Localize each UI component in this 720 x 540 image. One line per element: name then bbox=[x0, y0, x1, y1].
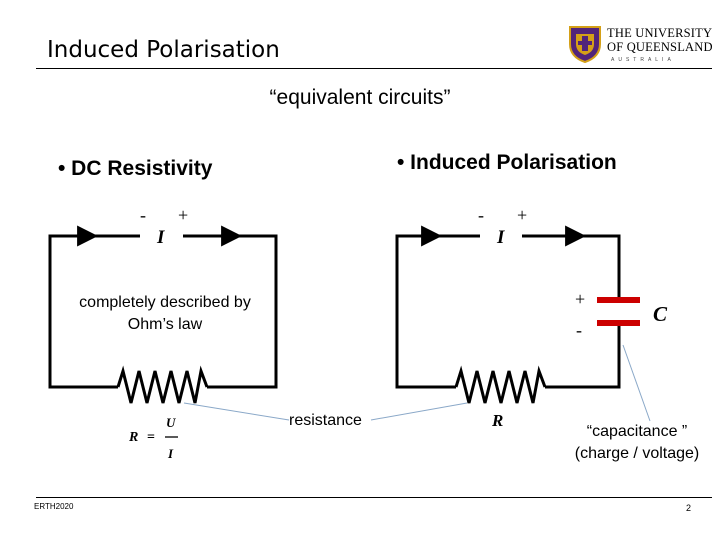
ip-current-symbol: I bbox=[496, 227, 505, 248]
formula-i: I bbox=[167, 446, 174, 461]
ip-plus-sign: + bbox=[517, 205, 527, 225]
capacitor-symbol: C bbox=[653, 302, 668, 326]
title-divider bbox=[36, 68, 712, 69]
ohms-law-note: completely described by Ohm’s law bbox=[79, 294, 251, 333]
logo-line3: AUSTRALIA bbox=[611, 57, 675, 63]
formula-equals: = bbox=[147, 430, 155, 445]
subtitle: “equivalent circuits” bbox=[269, 86, 451, 109]
dc-resistor-zigzag bbox=[116, 365, 209, 404]
dc-plus-sign: + bbox=[178, 205, 188, 225]
crest-icon bbox=[569, 26, 601, 64]
capacitor-plate-top bbox=[597, 297, 640, 303]
logo-line1: THE UNIVERSITY bbox=[607, 26, 713, 40]
capacitor-plus-sign: + bbox=[575, 289, 585, 309]
ip-resistor-zigzag bbox=[454, 365, 547, 404]
course-code: ERTH2020 bbox=[34, 502, 74, 511]
logo-line2: OF QUEENSLAND bbox=[607, 40, 713, 54]
logo-wordmark: THE UNIVERSITY OF QUEENSLAND bbox=[607, 26, 713, 54]
ip-minus-sign: - bbox=[478, 205, 484, 225]
dc-minus-sign: - bbox=[140, 205, 146, 225]
ip-circuit: - + I + - C R bbox=[370, 205, 668, 430]
university-logo: THE UNIVERSITY OF QUEENSLAND AUSTRALIA bbox=[563, 20, 713, 70]
ip-leader-line bbox=[370, 402, 468, 421]
capacitance-label: “capacitance ” (charge / voltage) bbox=[574, 423, 700, 462]
formula-r: R bbox=[128, 430, 138, 445]
dc-leader-line bbox=[183, 402, 290, 421]
footer-divider bbox=[36, 497, 712, 498]
capacitor-plate-bottom bbox=[597, 320, 640, 326]
dc-circuit: - + I R = U I bbox=[48, 205, 290, 461]
page-number: 2 bbox=[686, 503, 692, 513]
dc-resistivity-heading: • DC Resistivity bbox=[58, 157, 213, 180]
capacitance-leader-line bbox=[622, 344, 651, 422]
ip-circuit-wire bbox=[395, 234, 621, 389]
capacitor-minus-sign: - bbox=[576, 320, 582, 340]
induced-polarisation-heading: • Induced Polarisation bbox=[397, 151, 617, 174]
page-title: Induced Polarisation bbox=[47, 37, 280, 63]
resistor-symbol: R bbox=[491, 411, 503, 430]
resistance-label: resistance bbox=[289, 412, 362, 429]
formula-u: U bbox=[166, 415, 176, 430]
dc-current-symbol: I bbox=[156, 227, 165, 248]
